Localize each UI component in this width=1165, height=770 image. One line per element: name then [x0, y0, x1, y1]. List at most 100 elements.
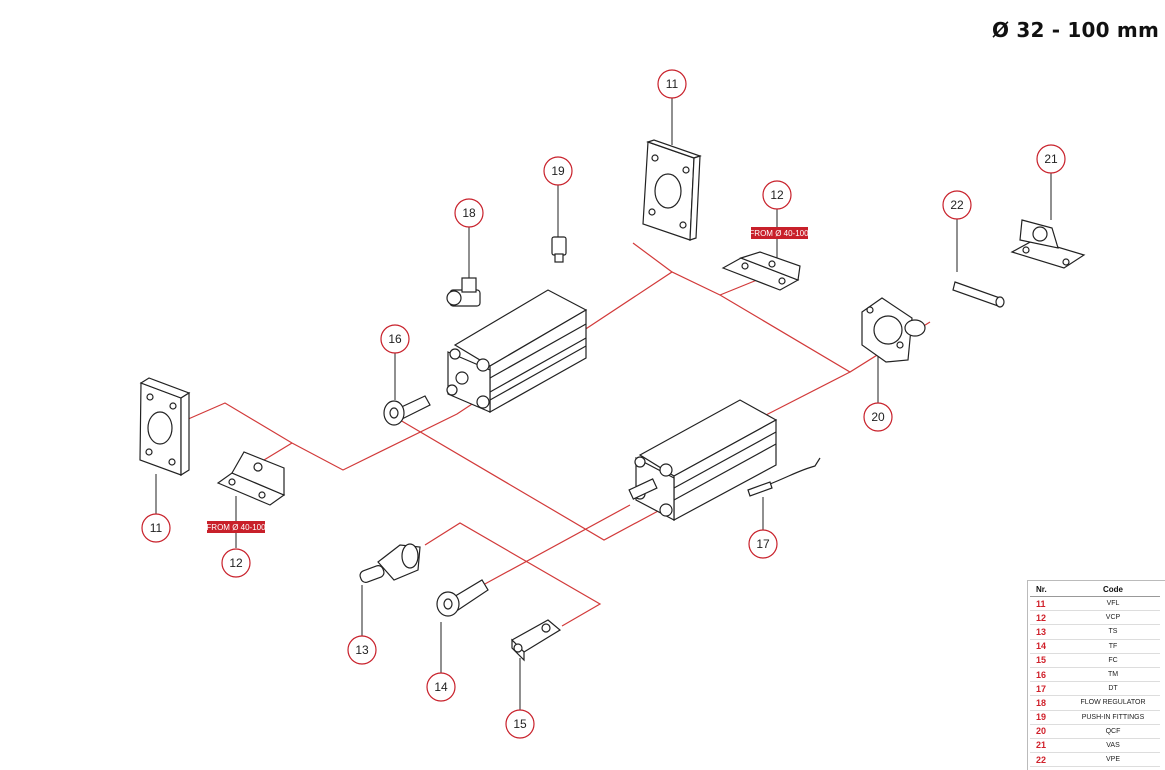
callout-21: 21: [1036, 144, 1066, 174]
page-title: Ø 32 - 100 mm: [991, 18, 1159, 42]
column-header-nr: Nr.: [1030, 583, 1066, 597]
svg-text:21: 21: [1044, 152, 1058, 166]
cylinder-bottom: [628, 399, 778, 522]
rod-end-straight: [359, 543, 421, 583]
connector-line: [424, 522, 602, 627]
row-nr: 17: [1030, 681, 1066, 697]
row-code: VPE: [1066, 752, 1160, 768]
callout-11-top: 11: [657, 69, 687, 99]
row-code: VFL: [1066, 596, 1160, 612]
callout-19: 19: [543, 156, 573, 186]
row-nr: 15: [1030, 653, 1066, 668]
row-code: FC: [1066, 653, 1160, 668]
rod-clevis: [511, 619, 562, 662]
flange-plate-top: [642, 139, 702, 241]
svg-text:22: 22: [950, 198, 964, 212]
parts-drawing: [139, 139, 1086, 662]
connector-line: [263, 442, 293, 461]
flow-regulator: [446, 277, 481, 307]
row-nr: 20: [1030, 724, 1066, 739]
callout-14: 14: [426, 672, 456, 702]
connector-line: [482, 504, 631, 586]
callouts: 11 19 18 12 21 22 16 20 11 12 17 13 14 1…: [141, 69, 1066, 739]
rod-eye: [383, 395, 431, 426]
callout-12-left: 12: [221, 548, 251, 578]
foot-bracket-top: [721, 251, 801, 291]
row-nr: 13: [1030, 624, 1066, 640]
row-code: VCP: [1066, 610, 1160, 626]
leader-lines: [155, 97, 1052, 710]
callout-20: 20: [863, 402, 893, 432]
callout-12-top: 12: [762, 180, 792, 210]
connector-lines: [185, 242, 931, 627]
push-in-fitting: [551, 236, 567, 263]
callout-16: 16: [380, 324, 410, 354]
pin: [952, 281, 1005, 308]
row-code: FLOW REGULATOR: [1066, 695, 1160, 711]
column-header-code: Code: [1066, 583, 1160, 597]
svg-text:FROM Ø 40-100: FROM Ø 40-100: [749, 229, 809, 238]
row-code: TS: [1066, 624, 1160, 640]
svg-text:11: 11: [666, 77, 679, 91]
callout-11-left: 11: [141, 513, 171, 543]
callout-13: 13: [347, 635, 377, 665]
row-nr: 11: [1030, 596, 1066, 612]
svg-text:20: 20: [871, 410, 885, 424]
row-nr: 18: [1030, 695, 1066, 711]
callout-15: 15: [505, 709, 535, 739]
connector-line: [399, 419, 661, 541]
svg-text:11: 11: [150, 521, 163, 535]
row-code: VAS: [1066, 738, 1160, 754]
callout-17: 17: [748, 529, 778, 559]
table-header-row: Nr. Code: [1030, 583, 1160, 597]
svg-text:16: 16: [388, 332, 402, 346]
svg-text:FROM Ø 40-100: FROM Ø 40-100: [206, 523, 266, 532]
row-nr: 14: [1030, 639, 1066, 654]
range-tag-top: FROM Ø 40-100: [749, 227, 809, 239]
svg-text:19: 19: [551, 164, 565, 178]
row-nr: 21: [1030, 738, 1066, 754]
row-code: QCF: [1066, 724, 1160, 739]
svg-text:18: 18: [462, 206, 476, 220]
flange-plate-left: [139, 377, 191, 477]
callout-22: 22: [942, 190, 972, 220]
row-code: TM: [1066, 667, 1160, 683]
row-nr: 16: [1030, 667, 1066, 683]
row-nr: 12: [1030, 610, 1066, 626]
row-nr: 19: [1030, 710, 1066, 725]
foot-bracket-left: [216, 451, 286, 506]
range-tag-left: FROM Ø 40-100: [206, 521, 266, 533]
row-code: DT: [1066, 681, 1160, 697]
parts-table-frame: [1027, 580, 1165, 770]
callout-18: 18: [454, 198, 484, 228]
connector-line: [185, 271, 758, 471]
connector-line: [765, 371, 851, 416]
svg-text:12: 12: [770, 188, 784, 202]
svg-text:13: 13: [355, 643, 369, 657]
svg-text:15: 15: [513, 717, 527, 731]
cylinder-top: [446, 289, 588, 414]
clevis-bracket: [1010, 219, 1086, 269]
row-nr: 22: [1030, 752, 1066, 768]
svg-text:17: 17: [756, 537, 770, 551]
trunnion-mount: [861, 297, 926, 363]
connector-line: [632, 242, 673, 273]
svg-text:12: 12: [229, 556, 243, 570]
row-code: TF: [1066, 639, 1160, 654]
sensor: [747, 457, 821, 497]
rod-end-eye: [436, 579, 489, 617]
